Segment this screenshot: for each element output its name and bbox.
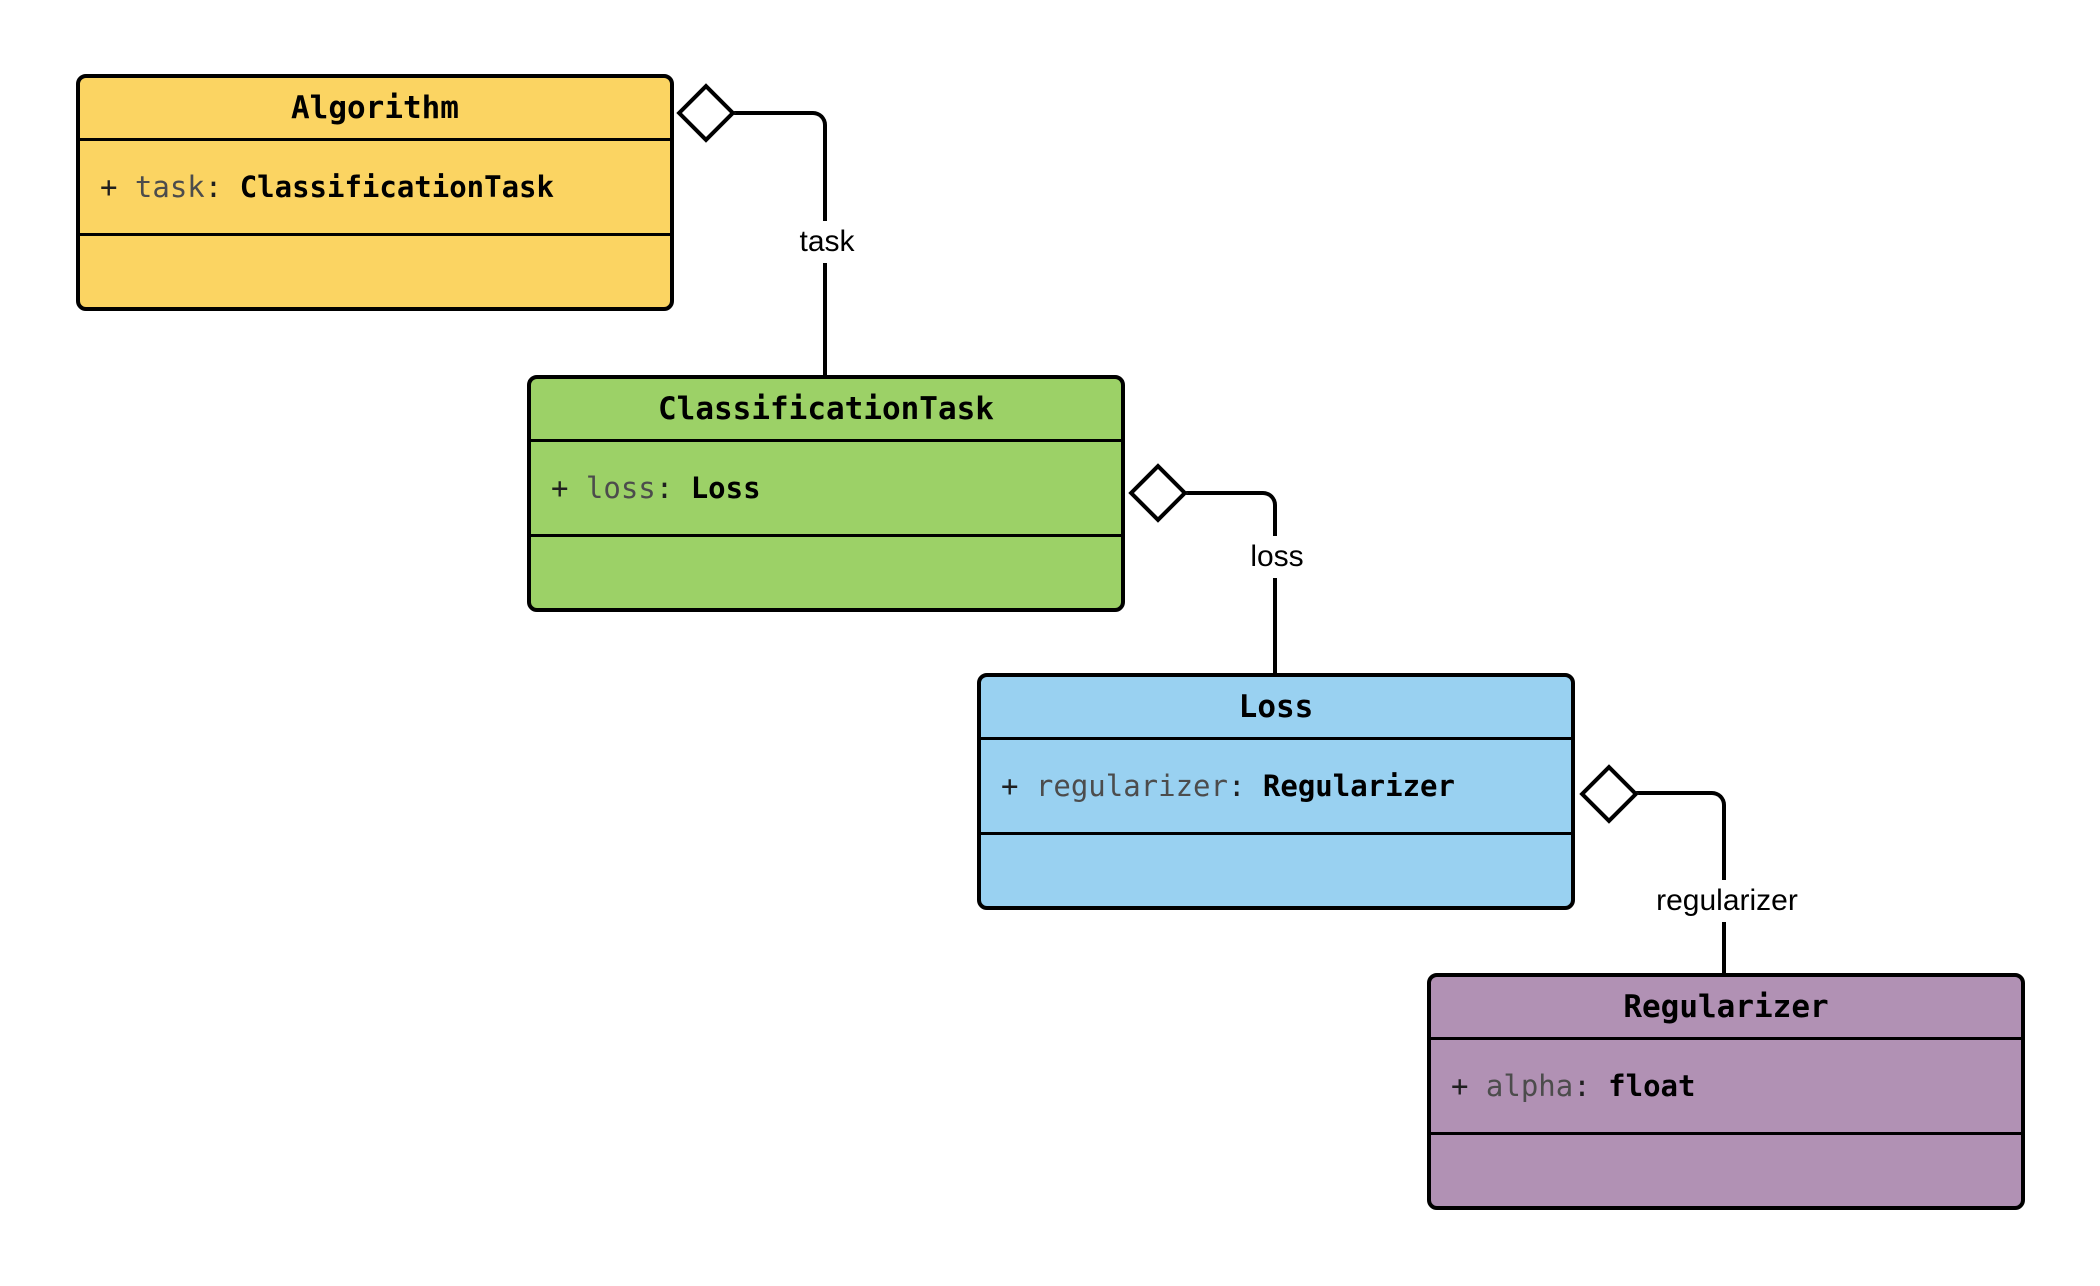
class-title: Algorithm — [80, 78, 670, 141]
attr-visibility: + — [100, 170, 135, 204]
connector-loss-line — [1183, 491, 1277, 673]
relation-label-regularizer: regularizer — [1649, 880, 1805, 922]
aggregation-diamond-icon — [1128, 463, 1188, 523]
relation-label-task: task — [792, 221, 862, 263]
class-box-algorithm: Algorithm + task: ClassificationTask — [76, 74, 674, 311]
class-methods-section — [981, 835, 1571, 906]
attr-type: float — [1608, 1069, 1696, 1103]
relation-label-loss: loss — [1243, 536, 1311, 578]
class-attribute-row: + regularizer: Regularizer — [981, 740, 1571, 835]
attr-visibility: + — [1451, 1069, 1486, 1103]
class-title: ClassificationTask — [531, 379, 1121, 442]
class-methods-section — [1431, 1135, 2021, 1206]
attr-name: alpha — [1485, 1069, 1574, 1103]
attr-type: Regularizer — [1262, 769, 1455, 803]
class-box-loss: Loss + regularizer: Regularizer — [977, 673, 1575, 910]
attr-colon: : — [655, 471, 691, 505]
attr-name: task — [134, 170, 205, 204]
attr-visibility: + — [551, 471, 586, 505]
class-attribute-row: + loss: Loss — [531, 442, 1121, 537]
class-attribute-row: + alpha: float — [1431, 1040, 2021, 1135]
class-title: Regularizer — [1431, 977, 2021, 1040]
class-methods-section — [80, 236, 670, 307]
aggregation-diamond-icon — [676, 83, 736, 143]
attr-type: ClassificationTask — [239, 170, 554, 204]
aggregation-diamond-icon — [1579, 764, 1639, 824]
attr-colon: : — [1227, 769, 1263, 803]
attr-visibility: + — [1001, 769, 1036, 803]
attr-name: loss — [585, 471, 656, 505]
class-box-classificationtask: ClassificationTask + loss: Loss — [527, 375, 1125, 612]
attr-colon: : — [204, 170, 240, 204]
class-box-regularizer: Regularizer + alpha: float — [1427, 973, 2025, 1210]
class-methods-section — [531, 537, 1121, 608]
class-title: Loss — [981, 677, 1571, 740]
attr-type: Loss — [690, 471, 761, 505]
class-attribute-row: + task: ClassificationTask — [80, 141, 670, 236]
attr-colon: : — [1573, 1069, 1609, 1103]
attr-name: regularizer — [1035, 769, 1228, 803]
